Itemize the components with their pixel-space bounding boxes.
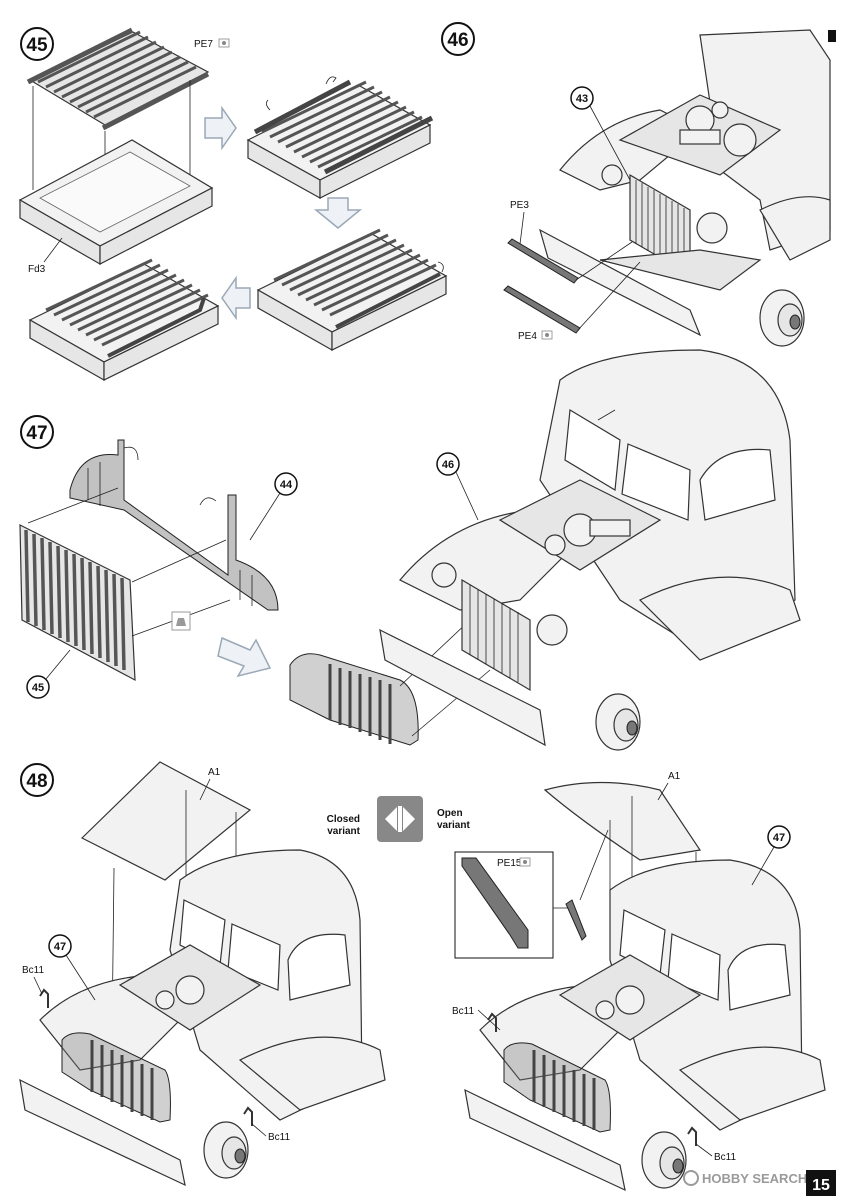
photo-etch-icon <box>541 330 553 340</box>
flow-arrow-icon <box>313 197 363 229</box>
closed-variant-label-1: Closed <box>327 814 360 825</box>
pe15-detail-box: PE15 <box>454 851 554 959</box>
step-47-badge: 47 <box>20 415 54 449</box>
callout-43: 43 <box>570 86 631 181</box>
wheel-48-right <box>641 1131 687 1189</box>
photo-etch-icon <box>218 38 230 48</box>
hood-a1-closed <box>80 761 252 881</box>
closed-variant-label-2: variant <box>327 826 360 837</box>
label-bc11-right-a: Bc11 <box>452 1006 474 1017</box>
assembled-grille-47 <box>289 653 419 746</box>
page-number: 15 <box>812 1177 830 1194</box>
callout-47-right: 47 <box>751 825 791 886</box>
label-bc11-right-b: Bc11 <box>714 1152 736 1163</box>
label-pe7: PE7 <box>194 39 213 50</box>
pe3-strip <box>507 238 579 284</box>
bc11-hinge-right-b <box>687 1126 697 1146</box>
variant-choice-icon <box>377 796 423 842</box>
step-46-number: 46 <box>447 30 468 51</box>
grille-bars-45 <box>19 524 136 682</box>
closed-variant-assembly: A1 <box>19 761 386 1187</box>
pe7-grille-part <box>26 27 210 131</box>
label-a1-left: A1 <box>208 767 221 778</box>
bc11-hinge-right-a <box>487 1012 497 1032</box>
step-45-badge: 45 <box>20 27 54 61</box>
grille-on-base-b <box>256 228 448 352</box>
page-number-box: 15 <box>806 1170 836 1196</box>
watermark-text: HOBBY SEARCH <box>702 1171 807 1186</box>
step-47: 47 44 <box>19 349 801 751</box>
flow-arrow-icon <box>221 275 251 321</box>
flow-arrow-icon <box>204 105 237 151</box>
wheel-47 <box>595 693 641 751</box>
grille-on-base-a <box>246 76 434 200</box>
svg-text:47: 47 <box>773 832 785 844</box>
step-45-number: 45 <box>26 35 48 56</box>
svg-text:45: 45 <box>32 682 44 694</box>
watermark: HOBBY SEARCH <box>683 1170 807 1186</box>
bc11-hinge-left-a <box>39 988 49 1008</box>
svg-text:47: 47 <box>54 941 66 953</box>
photo-etch-icon <box>519 857 531 867</box>
callout-47-left: 47 <box>48 934 96 1001</box>
step-48-badge: 48 <box>20 763 54 797</box>
label-pe3: PE3 <box>510 200 529 211</box>
label-pe4: PE4 <box>518 331 537 342</box>
hood-a1-open <box>543 781 702 861</box>
pe4-strip <box>503 285 581 334</box>
callout-44: 44 <box>249 472 298 541</box>
grille-on-base-c <box>28 258 220 382</box>
label-fd3: Fd3 <box>28 264 46 275</box>
page-edge-mark <box>828 30 836 42</box>
label-pe15: PE15 <box>497 858 522 869</box>
open-variant-assembly: A1 PE15 <box>452 771 826 1192</box>
open-variant-label-2: variant <box>437 820 470 831</box>
truck-47 <box>379 349 801 751</box>
glue-icon <box>171 611 191 631</box>
step-46: 46 <box>441 22 831 347</box>
step-47-number: 47 <box>26 423 47 444</box>
label-a1-right: A1 <box>668 771 681 782</box>
grille-frame-44 <box>69 439 279 611</box>
svg-text:44: 44 <box>280 479 293 491</box>
fd3-base-part <box>18 139 214 266</box>
variant-choice: Closed variant Open variant <box>327 796 470 842</box>
label-bc11-left-b: Bc11 <box>268 1132 290 1143</box>
truck-front-46 <box>539 29 831 347</box>
svg-text:46: 46 <box>442 459 454 471</box>
step-48: 48 Closed variant Open variant A1 <box>19 761 826 1192</box>
label-bc11-left-a: Bc11 <box>22 965 44 976</box>
step-46-badge: 46 <box>441 22 475 56</box>
flow-arrow-icon <box>217 636 272 678</box>
step-45: 45 PE7 Fd3 <box>18 27 448 382</box>
step-48-number: 48 <box>26 771 47 792</box>
wheel-46 <box>759 289 805 347</box>
bc11-hinge-left-b <box>243 1106 253 1126</box>
open-variant-label-1: Open <box>437 808 463 819</box>
callout-45: 45 <box>26 649 71 699</box>
wheel-48-left <box>203 1121 249 1179</box>
pe15-prop-rod <box>565 899 587 941</box>
callout-46: 46 <box>436 452 479 521</box>
svg-text:43: 43 <box>576 93 588 105</box>
